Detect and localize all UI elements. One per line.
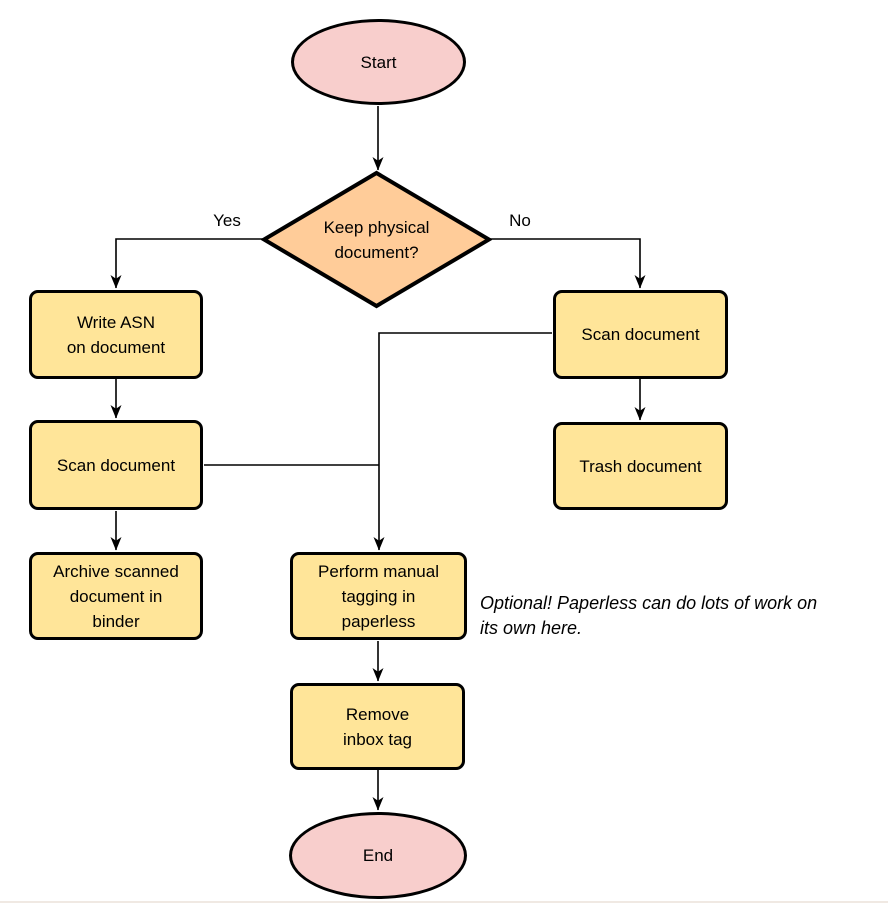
node-scan-right-label: Scan document (581, 325, 700, 344)
node-scan-left-label: Scan document (56, 455, 176, 475)
node-archive-binder: Archive scanned document in binder (29, 552, 203, 640)
annotation-line-1: Optional! Paperless can do lots of work … (480, 593, 818, 613)
node-end: End (289, 812, 467, 899)
archive-line-2: document in (69, 586, 163, 606)
node-perform-tagging-label: Perform manual tagging in paperless (318, 559, 439, 634)
node-trash-document: Trash document (553, 422, 728, 510)
node-scan-document-right: Scan document (553, 290, 728, 379)
edge-decision-to-scan-right (490, 238, 646, 289)
node-start-label: Start (360, 52, 397, 72)
node-start: Start (291, 19, 466, 105)
node-scan-document-left: Scan document (29, 420, 203, 510)
node-decision-label: Keep physical document? (261, 170, 492, 309)
edge-label-no: No (509, 211, 531, 230)
node-remove-inbox-tag: Remove inbox tag (290, 683, 465, 770)
node-write-asn: Write ASN on document (29, 290, 203, 379)
edge-scan-right-to-perform-tagging (373, 332, 552, 551)
node-perform-tagging: Perform manual tagging in paperless (290, 552, 467, 640)
node-trash-label: Trash document (579, 456, 702, 476)
decision-line-2: document? (334, 242, 419, 262)
write-asn-line-1: Write ASN (76, 312, 156, 332)
perform-line-1: Perform manual (318, 561, 439, 581)
decision-diamond-shape (261, 170, 492, 309)
archive-line-1: Archive scanned (53, 561, 179, 581)
decision-line-1: Keep physical (323, 217, 430, 237)
perform-line-3: paperless (341, 611, 416, 631)
archive-line-3: binder (92, 611, 140, 631)
node-remove-inbox-label: Remove inbox tag (343, 702, 412, 752)
remove-line-2: inbox tag (343, 729, 412, 749)
write-asn-line-2: on document (66, 337, 166, 357)
annotation-optional-note: Optional! Paperless can do lots of work … (480, 591, 885, 641)
edge-decision-to-write-asn (110, 238, 263, 289)
node-end-label: End (362, 846, 394, 865)
canvas-bottom-edge (0, 901, 888, 903)
annotation-line-2: its own here. (480, 618, 583, 638)
node-decision: Keep physical document? (261, 170, 492, 309)
node-write-asn-label: Write ASN on document (67, 310, 165, 360)
remove-line-1: Remove (345, 704, 410, 724)
node-archive-label: Archive scanned document in binder (53, 559, 179, 634)
edge-label-yes: Yes (213, 211, 241, 230)
perform-line-2: tagging in (341, 586, 416, 606)
